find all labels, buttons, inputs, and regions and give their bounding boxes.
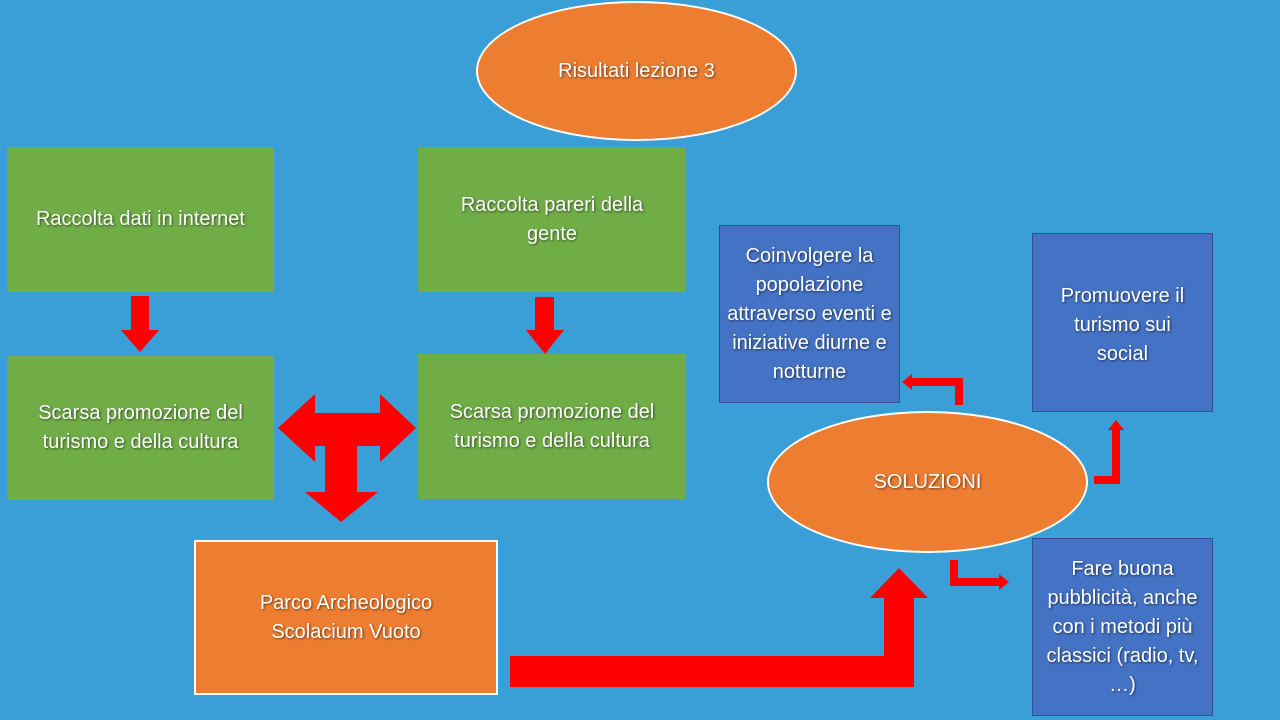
arrow-down-left	[121, 296, 159, 352]
raccolta-dati-box: Raccolta dati in internet	[7, 147, 274, 292]
promuovere-label: Promuovere il turismo sui social	[1060, 285, 1185, 365]
parco-box: Parco Archeologico Scolacium Vuoto	[194, 540, 498, 695]
coinvolgere-label: Coinvolgere la popolazione attraverso ev…	[727, 244, 892, 383]
arrow-to-pubblicita	[950, 560, 1009, 590]
raccolta-dati-label: Raccolta dati in internet	[35, 208, 245, 230]
raccolta-pareri-label: Raccolta pareri della gente	[460, 193, 644, 245]
arrow-to-promuovere	[1094, 420, 1124, 484]
arrow-down-center	[526, 297, 564, 354]
pubblicita-box: Fare buona pubblicità, anche con i metod…	[1032, 538, 1213, 716]
page-title: Risultati lezione 3	[558, 59, 715, 82]
scarsa-promozione-left-label: Scarsa promozione del turismo e della cu…	[38, 402, 243, 453]
soluzioni-label: SOLUZIONI	[873, 470, 982, 493]
scarsa-promozione-right-label: Scarsa promozione del turismo e della cu…	[449, 400, 655, 452]
pubblicita-label: Fare buona pubblicità, anche con i metod…	[1046, 557, 1199, 696]
arrow-to-coinvolgere	[902, 374, 963, 405]
title-ellipse: Risultati lezione 3	[476, 1, 797, 141]
soluzioni-ellipse: SOLUZIONI	[767, 411, 1088, 553]
scarsa-promozione-right-box: Scarsa promozione del turismo e della cu…	[418, 354, 686, 499]
arrow-t-shape	[278, 394, 416, 522]
parco-label: Parco Archeologico Scolacium Vuoto	[259, 591, 433, 643]
scarsa-promozione-left-box: Scarsa promozione del turismo e della cu…	[7, 356, 274, 500]
coinvolgere-box: Coinvolgere la popolazione attraverso ev…	[719, 225, 900, 403]
arrow-parco-to-soluzioni	[510, 568, 928, 687]
promuovere-box: Promuovere il turismo sui social	[1032, 233, 1213, 412]
raccolta-pareri-box: Raccolta pareri della gente	[418, 147, 686, 292]
